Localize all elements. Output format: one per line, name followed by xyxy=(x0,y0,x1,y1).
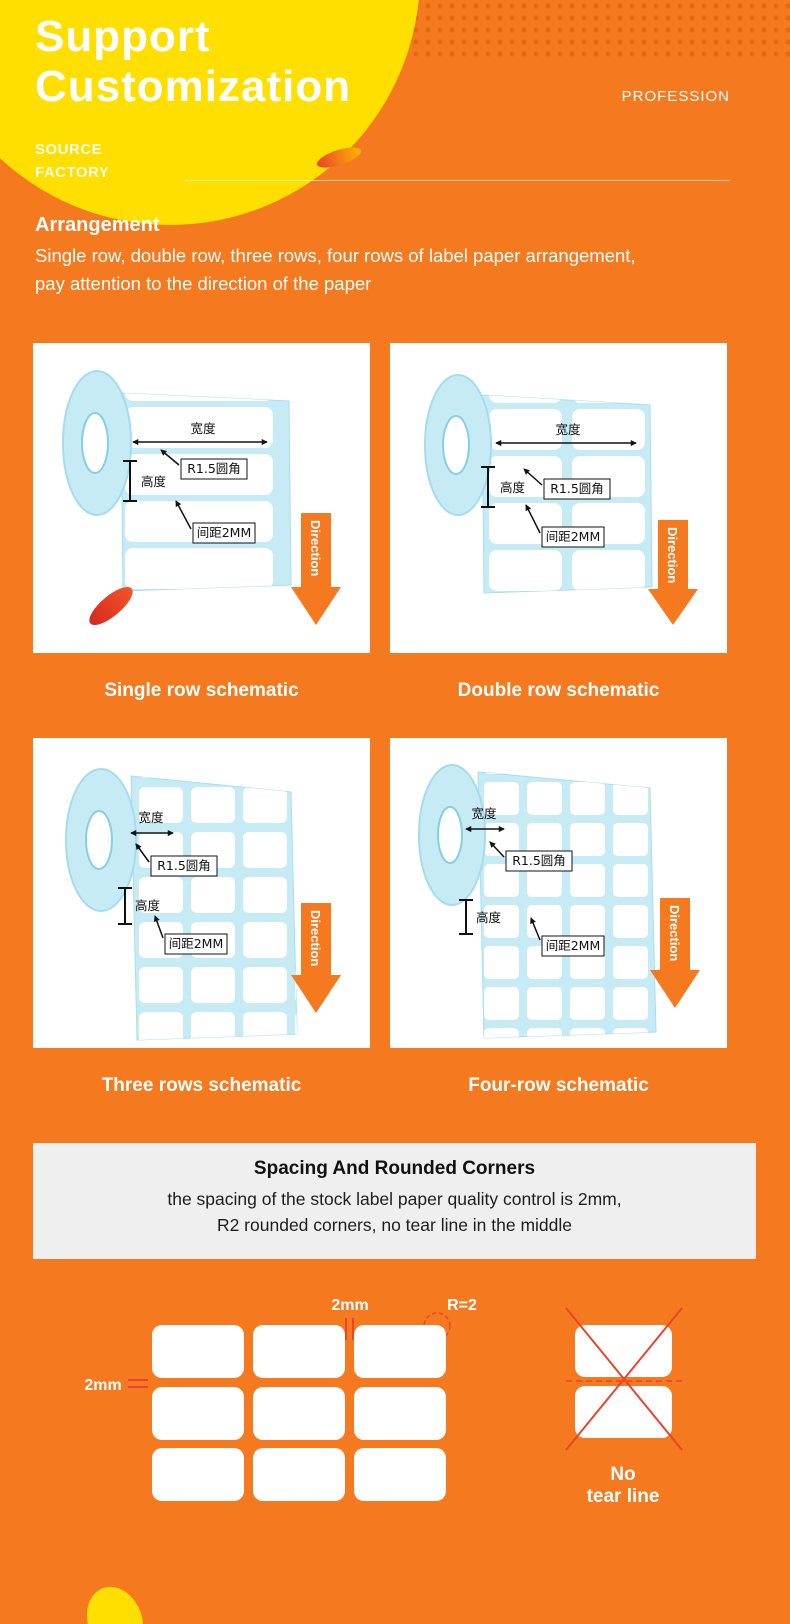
source-factory-label: SOURCE FACTORY xyxy=(35,138,109,184)
no-tear-label-line2: tear line xyxy=(587,1486,660,1507)
corner-label: R1.5圆角 xyxy=(187,461,241,476)
caption-three-rows: Three rows schematic xyxy=(101,1075,302,1096)
card-single-row: 宽度 R1.5圆角 高度 间距2MM Direction xyxy=(33,343,370,653)
gap-label: 间距2MM xyxy=(546,529,601,544)
gap-label: 间距2MM xyxy=(546,938,601,953)
intro-text: Single row, double row, three rows, four… xyxy=(35,242,636,297)
halftone-dots-decor xyxy=(410,0,790,62)
page-title: Support Customization xyxy=(35,12,351,112)
caption-double-row: Double row schematic xyxy=(457,680,660,701)
spacing-diagram: 2mm R=2 2mm No tear line xyxy=(84,1297,683,1507)
corner-label: R1.5圆角 xyxy=(157,858,211,873)
double-row-roll-diagram: 宽度 R1.5圆角 高度 间距2MM Direction xyxy=(424,374,698,625)
corner-label: R1.5圆角 xyxy=(512,853,566,868)
note-title: Spacing And Rounded Corners xyxy=(253,1158,536,1179)
no-tear-line-group: No tear line xyxy=(565,1307,683,1507)
title-line1: Support xyxy=(35,12,211,61)
gap-label: 间距2MM xyxy=(169,936,224,951)
note-line1: the spacing of the stock label paper qua… xyxy=(167,1189,622,1209)
height-label: 高度 xyxy=(500,480,526,495)
width-label: 宽度 xyxy=(138,810,164,825)
direction-label: Direction xyxy=(308,910,323,966)
card-double-row: 宽度 R1.5圆角 高度 间距2MM Direction xyxy=(390,343,727,653)
source-line1: SOURCE xyxy=(35,141,103,158)
header-divider xyxy=(185,180,730,181)
roll-core-icon xyxy=(442,415,470,475)
width-label: 宽度 xyxy=(471,806,497,821)
height-bracket xyxy=(123,460,137,502)
height-bracket xyxy=(459,899,473,935)
caption-single-row: Single row schematic xyxy=(104,680,299,701)
section-heading: Arrangement xyxy=(35,214,160,236)
gap-label: 间距2MM xyxy=(197,525,252,540)
intro-line2: pay attention to the direction of the pa… xyxy=(35,272,372,294)
height-label: 高度 xyxy=(135,898,161,913)
radius-label: R=2 xyxy=(447,1297,477,1314)
direction-label: Direction xyxy=(665,527,680,583)
direction-arrow: Direction xyxy=(291,513,341,625)
source-line2: FACTORY xyxy=(35,164,110,181)
gap-top-label: 2mm xyxy=(331,1297,368,1314)
width-label: 宽度 xyxy=(555,422,581,437)
label-grid xyxy=(152,1325,446,1501)
direction-label: Direction xyxy=(667,905,682,961)
profession-label: PROFESSION xyxy=(621,88,730,105)
roll-core-icon xyxy=(85,810,113,870)
card-four-rows: 宽度 R1.5圆角 高度 间距2MM Direction xyxy=(390,738,727,1048)
spacing-note-box: Spacing And Rounded Corners the spacing … xyxy=(33,1143,756,1259)
corner-label: R1.5圆角 xyxy=(550,481,604,496)
roll-core-icon xyxy=(437,806,463,864)
three-rows-roll-diagram: 宽度 R1.5圆角 高度 间距2MM Direction xyxy=(65,768,341,1041)
roll-core-icon xyxy=(81,412,109,474)
radius-highlight-circle xyxy=(423,1312,451,1340)
no-tear-label-line1: No xyxy=(610,1464,635,1485)
height-bracket xyxy=(481,466,495,508)
caption-four-rows: Four-row schematic xyxy=(468,1075,649,1096)
height-bracket xyxy=(118,887,132,925)
four-rows-roll-diagram: 宽度 R1.5圆角 高度 间距2MM Direction xyxy=(418,764,700,1039)
intro-line1: Single row, double row, three rows, four… xyxy=(35,245,636,266)
direction-arrow: Direction xyxy=(291,903,341,1013)
gap-left-label: 2mm xyxy=(84,1377,121,1394)
direction-arrow: Direction xyxy=(650,898,700,1008)
width-label: 宽度 xyxy=(190,421,216,436)
single-row-roll-diagram: 宽度 R1.5圆角 高度 间距2MM Direction xyxy=(62,370,341,625)
direction-arrow: Direction xyxy=(648,520,698,625)
yellow-blob-decor xyxy=(77,1578,153,1624)
note-line2: R2 rounded corners, no tear line in the … xyxy=(216,1215,573,1235)
title-line2: Customization xyxy=(35,62,352,111)
height-label: 高度 xyxy=(476,910,502,925)
direction-label: Direction xyxy=(308,520,323,576)
height-label: 高度 xyxy=(141,474,167,489)
card-three-rows: 宽度 R1.5圆角 高度 间距2MM Direction xyxy=(33,738,370,1048)
